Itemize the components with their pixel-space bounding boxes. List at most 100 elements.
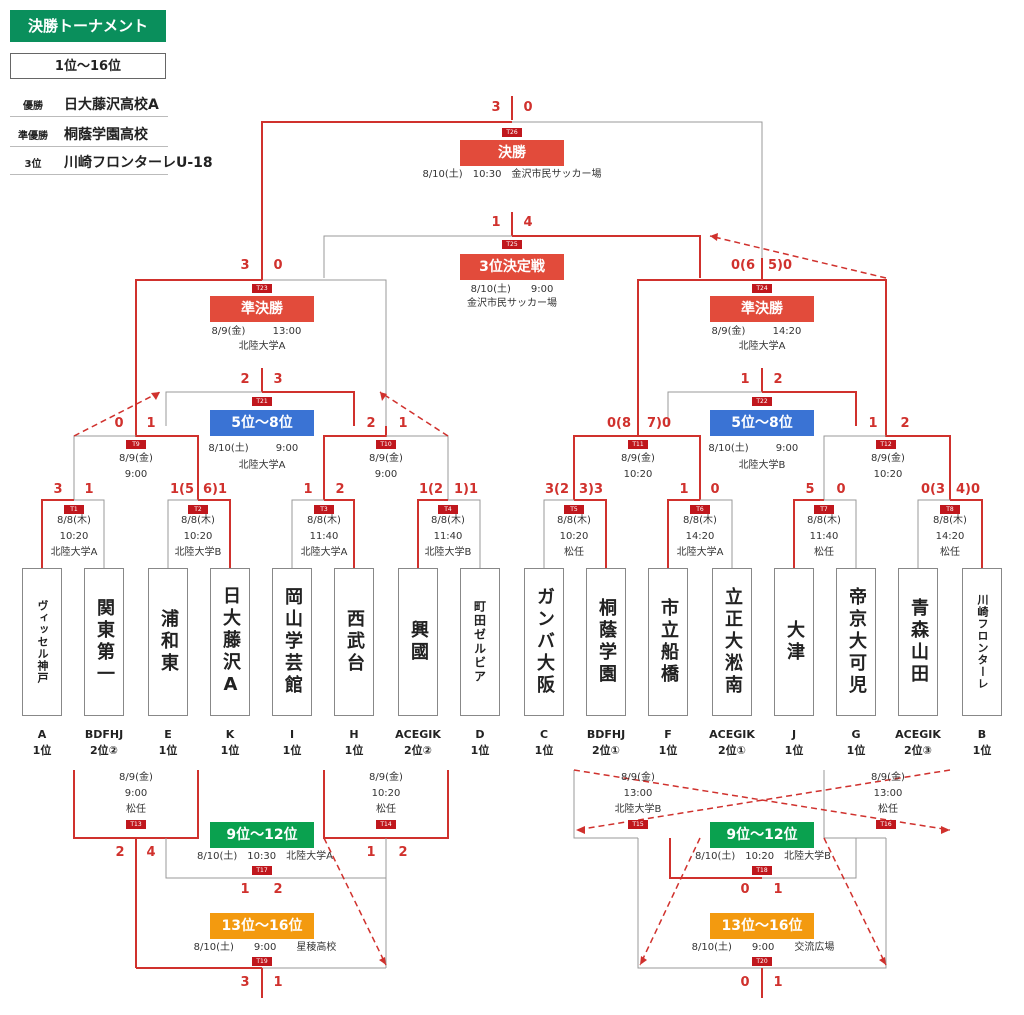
match-tag: T23 [252, 284, 272, 293]
score: 1 [740, 372, 750, 387]
team-box[interactable]: 岡山学芸館 [272, 568, 312, 716]
team-box[interactable]: 桐蔭学園 [586, 568, 626, 716]
match-date: 8/10(土) [208, 443, 249, 454]
semifinal-stage-label[interactable]: 準決勝 [210, 296, 314, 322]
score: 1 [240, 882, 250, 897]
match-tag: T12 [876, 440, 896, 449]
team-box[interactable]: ガンバ大阪 [524, 568, 564, 716]
team-name: 町田ゼルビア [472, 600, 487, 684]
placement-5-8-stage-label[interactable]: 5位〜8位 [210, 410, 314, 436]
team-name: 市立船橋 [658, 598, 679, 686]
result-row-champion: 優勝 日大藤沢高校A [10, 92, 168, 117]
match-tag: T25 [502, 240, 522, 249]
score: 5 [805, 482, 815, 497]
seed-group: G [851, 728, 861, 741]
match-time: 9:00 [374, 469, 398, 480]
placement-9-12-stage-label[interactable]: 9位〜12位 [210, 822, 314, 848]
team-box[interactable]: 西武台 [334, 568, 374, 716]
match-venue: 松任 [940, 547, 960, 558]
match-tag: T10 [376, 440, 396, 449]
placement-13-16-stage-label[interactable]: 13位〜16位 [710, 913, 814, 939]
match-tag: T26 [502, 128, 522, 137]
score: 0(3 [920, 482, 946, 497]
seed-rank: 1位 [158, 744, 178, 757]
team-box[interactable]: ヴィッセル神戸 [22, 568, 62, 716]
seed-rank: 1位 [658, 744, 678, 757]
placement-9-12-stage-label[interactable]: 9位〜12位 [710, 822, 814, 848]
match-tag: T17 [252, 866, 272, 875]
match-date: 8/9(金) [119, 453, 153, 464]
seed-rank: 1位 [32, 744, 52, 757]
score: 1 [679, 482, 689, 497]
final-stage-label[interactable]: 決勝 [460, 140, 564, 166]
team-box[interactable]: 帝京大可児 [836, 568, 876, 716]
team-box[interactable]: 興國 [398, 568, 438, 716]
seed-rank: 1位 [784, 744, 804, 757]
third-place-stage-label[interactable]: 3位決定戦 [460, 254, 564, 280]
match-time: 9:00 [775, 443, 799, 454]
seed-rank: 1位 [846, 744, 866, 757]
match-time: 14:20 [935, 531, 965, 542]
score: 0 [114, 416, 124, 431]
team-box[interactable]: 青森山田 [898, 568, 938, 716]
match-venue: 北陸大学B [174, 547, 222, 558]
seed-group: J [791, 728, 797, 741]
match-date: 8/10(土) [708, 443, 749, 454]
score: 1(5 [169, 482, 195, 497]
seed-group: I [289, 728, 295, 741]
seed-rank: 1位 [470, 744, 490, 757]
placement-5-8-stage-label[interactable]: 5位〜8位 [710, 410, 814, 436]
semifinal-stage-label[interactable]: 準決勝 [710, 296, 814, 322]
result-label: 3位 [24, 159, 42, 170]
score: 3 [491, 100, 501, 115]
match-venue: 松任 [376, 804, 396, 815]
result-row-runner-up: 準優勝 桐蔭学園高校 [10, 122, 168, 147]
seed-group: BDFHJ [84, 728, 124, 741]
team-box[interactable]: 浦和東 [148, 568, 188, 716]
team-box[interactable]: 立正大淞南 [712, 568, 752, 716]
match-venue: 松任 [126, 804, 146, 815]
team-box[interactable]: 日大藤沢A [210, 568, 250, 716]
match-tag: T16 [876, 820, 896, 829]
match-tag: T11 [628, 440, 648, 449]
team-box[interactable]: 関東第一 [84, 568, 124, 716]
match-time: 13:00 [272, 326, 302, 337]
match-date: 8/9(金) [711, 326, 746, 337]
seed-group: ACEGIK [395, 728, 441, 741]
match-date: 8/9(金) [369, 772, 403, 783]
team-name: 立正大淞南 [722, 587, 743, 697]
match-tag: T15 [628, 820, 648, 829]
match-venue: 北陸大学A [50, 547, 98, 558]
match-time: 10:20 [873, 469, 903, 480]
match-tag: T3 [314, 505, 334, 514]
match-time: 11:40 [309, 531, 339, 542]
tournament-title: 決勝トーナメント [10, 10, 166, 42]
match-tag: T19 [252, 957, 272, 966]
match-time: 14:20 [772, 326, 802, 337]
score: 1 [366, 845, 376, 860]
team-name: 大津 [784, 620, 805, 664]
team-box[interactable]: 大津 [774, 568, 814, 716]
team-box[interactable]: 市立船橋 [648, 568, 688, 716]
match-date: 8/8(木) [307, 515, 341, 526]
team-name: 興國 [408, 620, 429, 664]
match-tag: T13 [126, 820, 146, 829]
score: 1 [868, 416, 878, 431]
score: 1 [273, 975, 283, 990]
result-row-third: 3位 川崎フロンターレU-18 [10, 150, 213, 175]
team-box[interactable]: 町田ゼルビア [460, 568, 500, 716]
team-name: 西武台 [344, 609, 365, 675]
seed-group: ACEGIK [709, 728, 755, 741]
placement-13-16-stage-label[interactable]: 13位〜16位 [210, 913, 314, 939]
result-team: 日大藤沢高校A [64, 97, 159, 113]
team-box[interactable]: 川崎フロンターレ [962, 568, 1002, 716]
team-name: 浦和東 [158, 609, 179, 675]
seed-rank: 2位③ [904, 744, 932, 757]
match-date: 8/8(木) [557, 515, 591, 526]
score: 2 [335, 482, 345, 497]
